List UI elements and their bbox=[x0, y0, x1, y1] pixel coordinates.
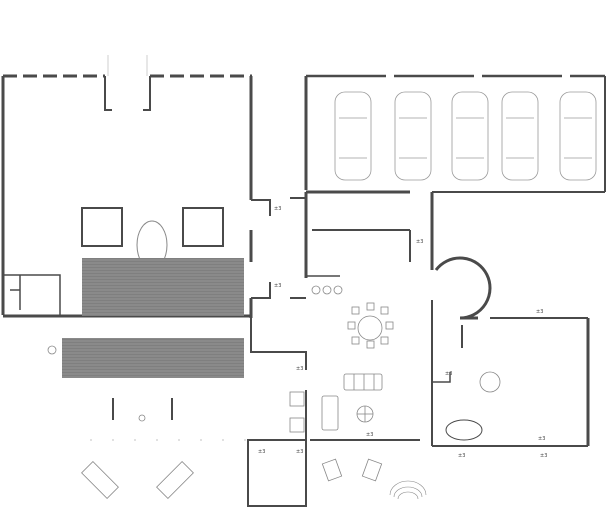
label-left-corridor-upper: ±3 bbox=[274, 206, 281, 212]
central-walls bbox=[250, 192, 492, 441]
garage bbox=[304, 74, 606, 194]
bathtub-icon bbox=[445, 419, 483, 441]
car-icon bbox=[501, 91, 539, 181]
shower-icon bbox=[479, 371, 501, 393]
dining-table-icon bbox=[347, 302, 394, 349]
planter-icon bbox=[47, 345, 57, 355]
label-garage-bottom-right: ±3 bbox=[540, 453, 547, 459]
label-kitchen: ±3 bbox=[416, 239, 423, 245]
round-pod bbox=[434, 256, 492, 320]
storage-room bbox=[247, 439, 307, 507]
hall-frame-right bbox=[182, 207, 224, 247]
garage-cars bbox=[334, 91, 597, 181]
car-icon bbox=[559, 91, 597, 181]
label-bedroom-bottom: ±3 bbox=[538, 436, 545, 442]
hall-frame-left bbox=[81, 207, 123, 247]
label-garage-bottom-left: ±3 bbox=[458, 453, 465, 459]
armchairs bbox=[289, 391, 305, 433]
entrance-area bbox=[90, 398, 307, 507]
car-icon bbox=[334, 91, 372, 181]
terrace-hatch-upper bbox=[82, 258, 244, 316]
stair-icon bbox=[389, 480, 427, 500]
label-living: ±3 bbox=[366, 432, 373, 438]
hall-entrance bbox=[104, 76, 151, 111]
label-left-corridor-lower: ±3 bbox=[274, 283, 281, 289]
label-bedroom-right: ±3 bbox=[536, 309, 543, 315]
kitchen-stools bbox=[311, 285, 343, 295]
label-storage: ±3 bbox=[258, 449, 265, 455]
hall-small-room bbox=[3, 274, 61, 315]
label-bedroom-left: ±3 bbox=[445, 371, 452, 377]
main-hall bbox=[1, 55, 253, 318]
suite bbox=[431, 300, 590, 447]
lounger-icon bbox=[81, 458, 383, 499]
label-bath: ±3 bbox=[296, 366, 303, 372]
car-icon bbox=[451, 91, 489, 181]
sofa-icon bbox=[321, 373, 383, 431]
label-top-right-room: ±3 bbox=[296, 449, 303, 455]
terrace-hatch-lower bbox=[62, 338, 244, 378]
car-icon bbox=[394, 91, 432, 181]
